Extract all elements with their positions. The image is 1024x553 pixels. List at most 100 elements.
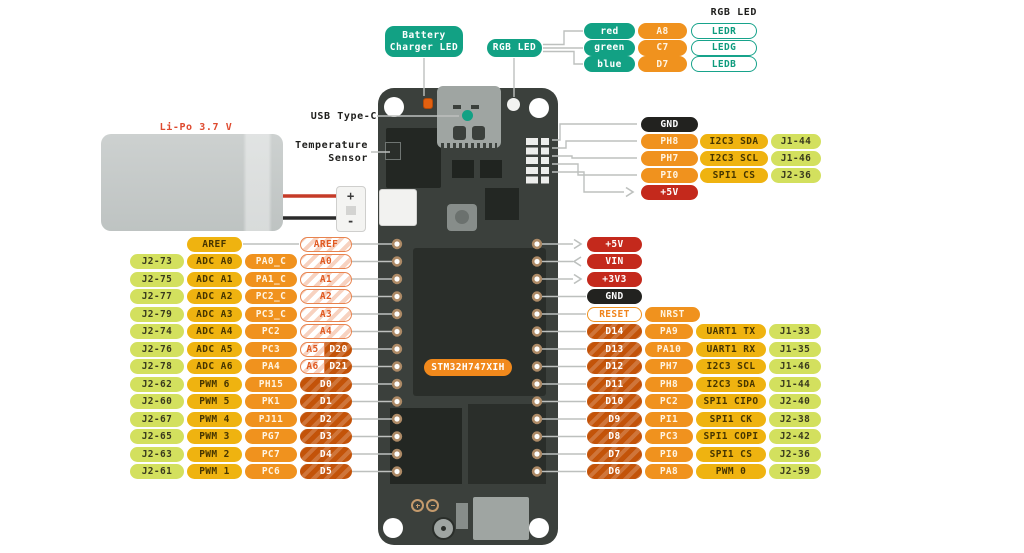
board-pin-hole bbox=[534, 398, 540, 405]
port-pill: PC2 bbox=[645, 394, 693, 409]
func-pill: ADC A3 bbox=[187, 306, 242, 322]
connector-line bbox=[573, 273, 583, 285]
gnd-pill: GND bbox=[587, 289, 642, 304]
func-pill: PWM 3 bbox=[187, 429, 242, 444]
rgb-name-pill: red bbox=[584, 23, 635, 39]
conn-pill: J2-36 bbox=[769, 446, 821, 462]
port-pill: PC6 bbox=[245, 464, 297, 479]
port-pill: NRST bbox=[645, 306, 700, 322]
board-pin-hole bbox=[394, 398, 400, 405]
conn-pill: J2-36 bbox=[771, 167, 821, 183]
board-pin-hole bbox=[534, 328, 540, 335]
pin-pill: D10 bbox=[587, 394, 642, 409]
rgb-name-pill: green bbox=[584, 39, 635, 56]
board-pin-hole bbox=[534, 451, 540, 457]
temperature-sensor-label: Temperature Sensor bbox=[295, 140, 368, 164]
port-pill: PA4 bbox=[245, 359, 297, 374]
port-pill: PC3 bbox=[645, 429, 693, 444]
connector-line bbox=[552, 163, 637, 176]
lipo-label: Li-Po 3.7 V bbox=[159, 122, 233, 133]
conn-pill: J2-79 bbox=[130, 306, 184, 322]
board-pin-hole bbox=[534, 311, 540, 317]
board-pin-hole bbox=[534, 276, 540, 282]
conn-pill: J2-40 bbox=[769, 394, 821, 409]
pin-pill: D14 bbox=[587, 324, 642, 339]
port-pill: PC3 bbox=[245, 341, 297, 357]
func-pill: ADC A0 bbox=[187, 254, 242, 269]
board-pin-hole bbox=[394, 241, 400, 247]
board-pin-hole bbox=[534, 468, 540, 475]
battery-plug: + - bbox=[336, 186, 366, 232]
pin-pill: D12 bbox=[587, 359, 642, 374]
func-pill: ADC A2 bbox=[187, 289, 242, 304]
mounting-hole bbox=[383, 518, 403, 538]
mounting-hole bbox=[384, 97, 404, 117]
mid-chip bbox=[485, 188, 519, 220]
port-pill: PA1_C bbox=[245, 271, 297, 287]
power-pill: +5V bbox=[587, 236, 642, 252]
connector-line bbox=[543, 50, 583, 65]
func-pill: SPI1 COPI bbox=[696, 429, 766, 444]
board-pin-hole bbox=[394, 346, 400, 352]
arduino-logo bbox=[411, 496, 447, 515]
conn-pill: J2-67 bbox=[130, 411, 184, 427]
reset-pill: RESET bbox=[587, 306, 642, 322]
pin-pill: D13 bbox=[587, 341, 642, 357]
conn-pill: J1-35 bbox=[769, 341, 821, 357]
conn-pill: J2-76 bbox=[130, 341, 184, 357]
board-pin-hole bbox=[394, 468, 400, 475]
pin-pill: D2 bbox=[300, 411, 352, 427]
usb-led bbox=[462, 110, 473, 121]
port-pill: PH15 bbox=[245, 376, 297, 392]
plug-minus: - bbox=[347, 214, 355, 228]
pin-pill: A5 bbox=[300, 341, 325, 357]
board-pin-hole bbox=[394, 328, 400, 335]
port-pill: PA0_C bbox=[245, 254, 297, 269]
rgb-name-pill: blue bbox=[584, 56, 635, 72]
battery-connector-socket bbox=[379, 189, 417, 226]
small-part bbox=[456, 503, 468, 529]
rgb-pin-pill: C7 bbox=[638, 39, 687, 56]
port-pill: PC3_C bbox=[245, 306, 297, 322]
board-pin-hole bbox=[394, 293, 400, 300]
reset-button bbox=[447, 204, 477, 231]
pin-pill: AREF bbox=[300, 236, 352, 252]
conn-pill: J2-73 bbox=[130, 254, 184, 269]
pin-pill: D9 bbox=[587, 411, 642, 427]
conn-pill: J1-44 bbox=[771, 133, 821, 149]
battery-charger-led bbox=[423, 98, 433, 109]
func-pill: ADC A6 bbox=[187, 359, 242, 374]
func-pill: UART1 RX bbox=[696, 341, 766, 357]
func-pill: PWM 4 bbox=[187, 411, 242, 427]
port-pill: PH7 bbox=[645, 359, 693, 374]
conn-pill: J2-78 bbox=[130, 359, 184, 374]
rgb-led bbox=[507, 98, 520, 111]
rgb-led-callout: RGB LED bbox=[487, 39, 542, 57]
board-pin-hole bbox=[394, 433, 400, 440]
antenna-connector bbox=[432, 517, 455, 540]
usb-type-c-label: USB Type-C bbox=[310, 111, 377, 122]
pin-pill: D4 bbox=[300, 446, 352, 462]
connector-line bbox=[572, 256, 582, 267]
board-pin-hole bbox=[394, 311, 400, 317]
pin-pill: A2 bbox=[300, 289, 352, 304]
port-pill: PI0 bbox=[641, 167, 698, 183]
port-pill: PK1 bbox=[245, 394, 297, 409]
power-pill: +5V bbox=[641, 184, 698, 200]
pin-pill: A6 bbox=[300, 359, 325, 374]
func-pill: PWM 2 bbox=[187, 446, 242, 462]
rgb-pin-pill: D7 bbox=[638, 56, 687, 72]
connector-line bbox=[552, 123, 637, 141]
rgb-led-pill: LEDB bbox=[691, 56, 757, 72]
port-pill: PH8 bbox=[641, 133, 698, 149]
port-pill: PC7 bbox=[245, 446, 297, 462]
func-pill: I2C3 SDA bbox=[700, 133, 768, 149]
func-pill: PWM 5 bbox=[187, 394, 242, 409]
conn-pill: J2-63 bbox=[130, 446, 184, 462]
port-pill: PI0 bbox=[645, 446, 693, 462]
chip-label: STM32H747XIH bbox=[424, 359, 512, 376]
conn-pill: J2-60 bbox=[130, 394, 184, 409]
pin-pill: D3 bbox=[300, 429, 352, 444]
conn-pill: J2-65 bbox=[130, 429, 184, 444]
pin-pill: D1 bbox=[300, 394, 352, 409]
